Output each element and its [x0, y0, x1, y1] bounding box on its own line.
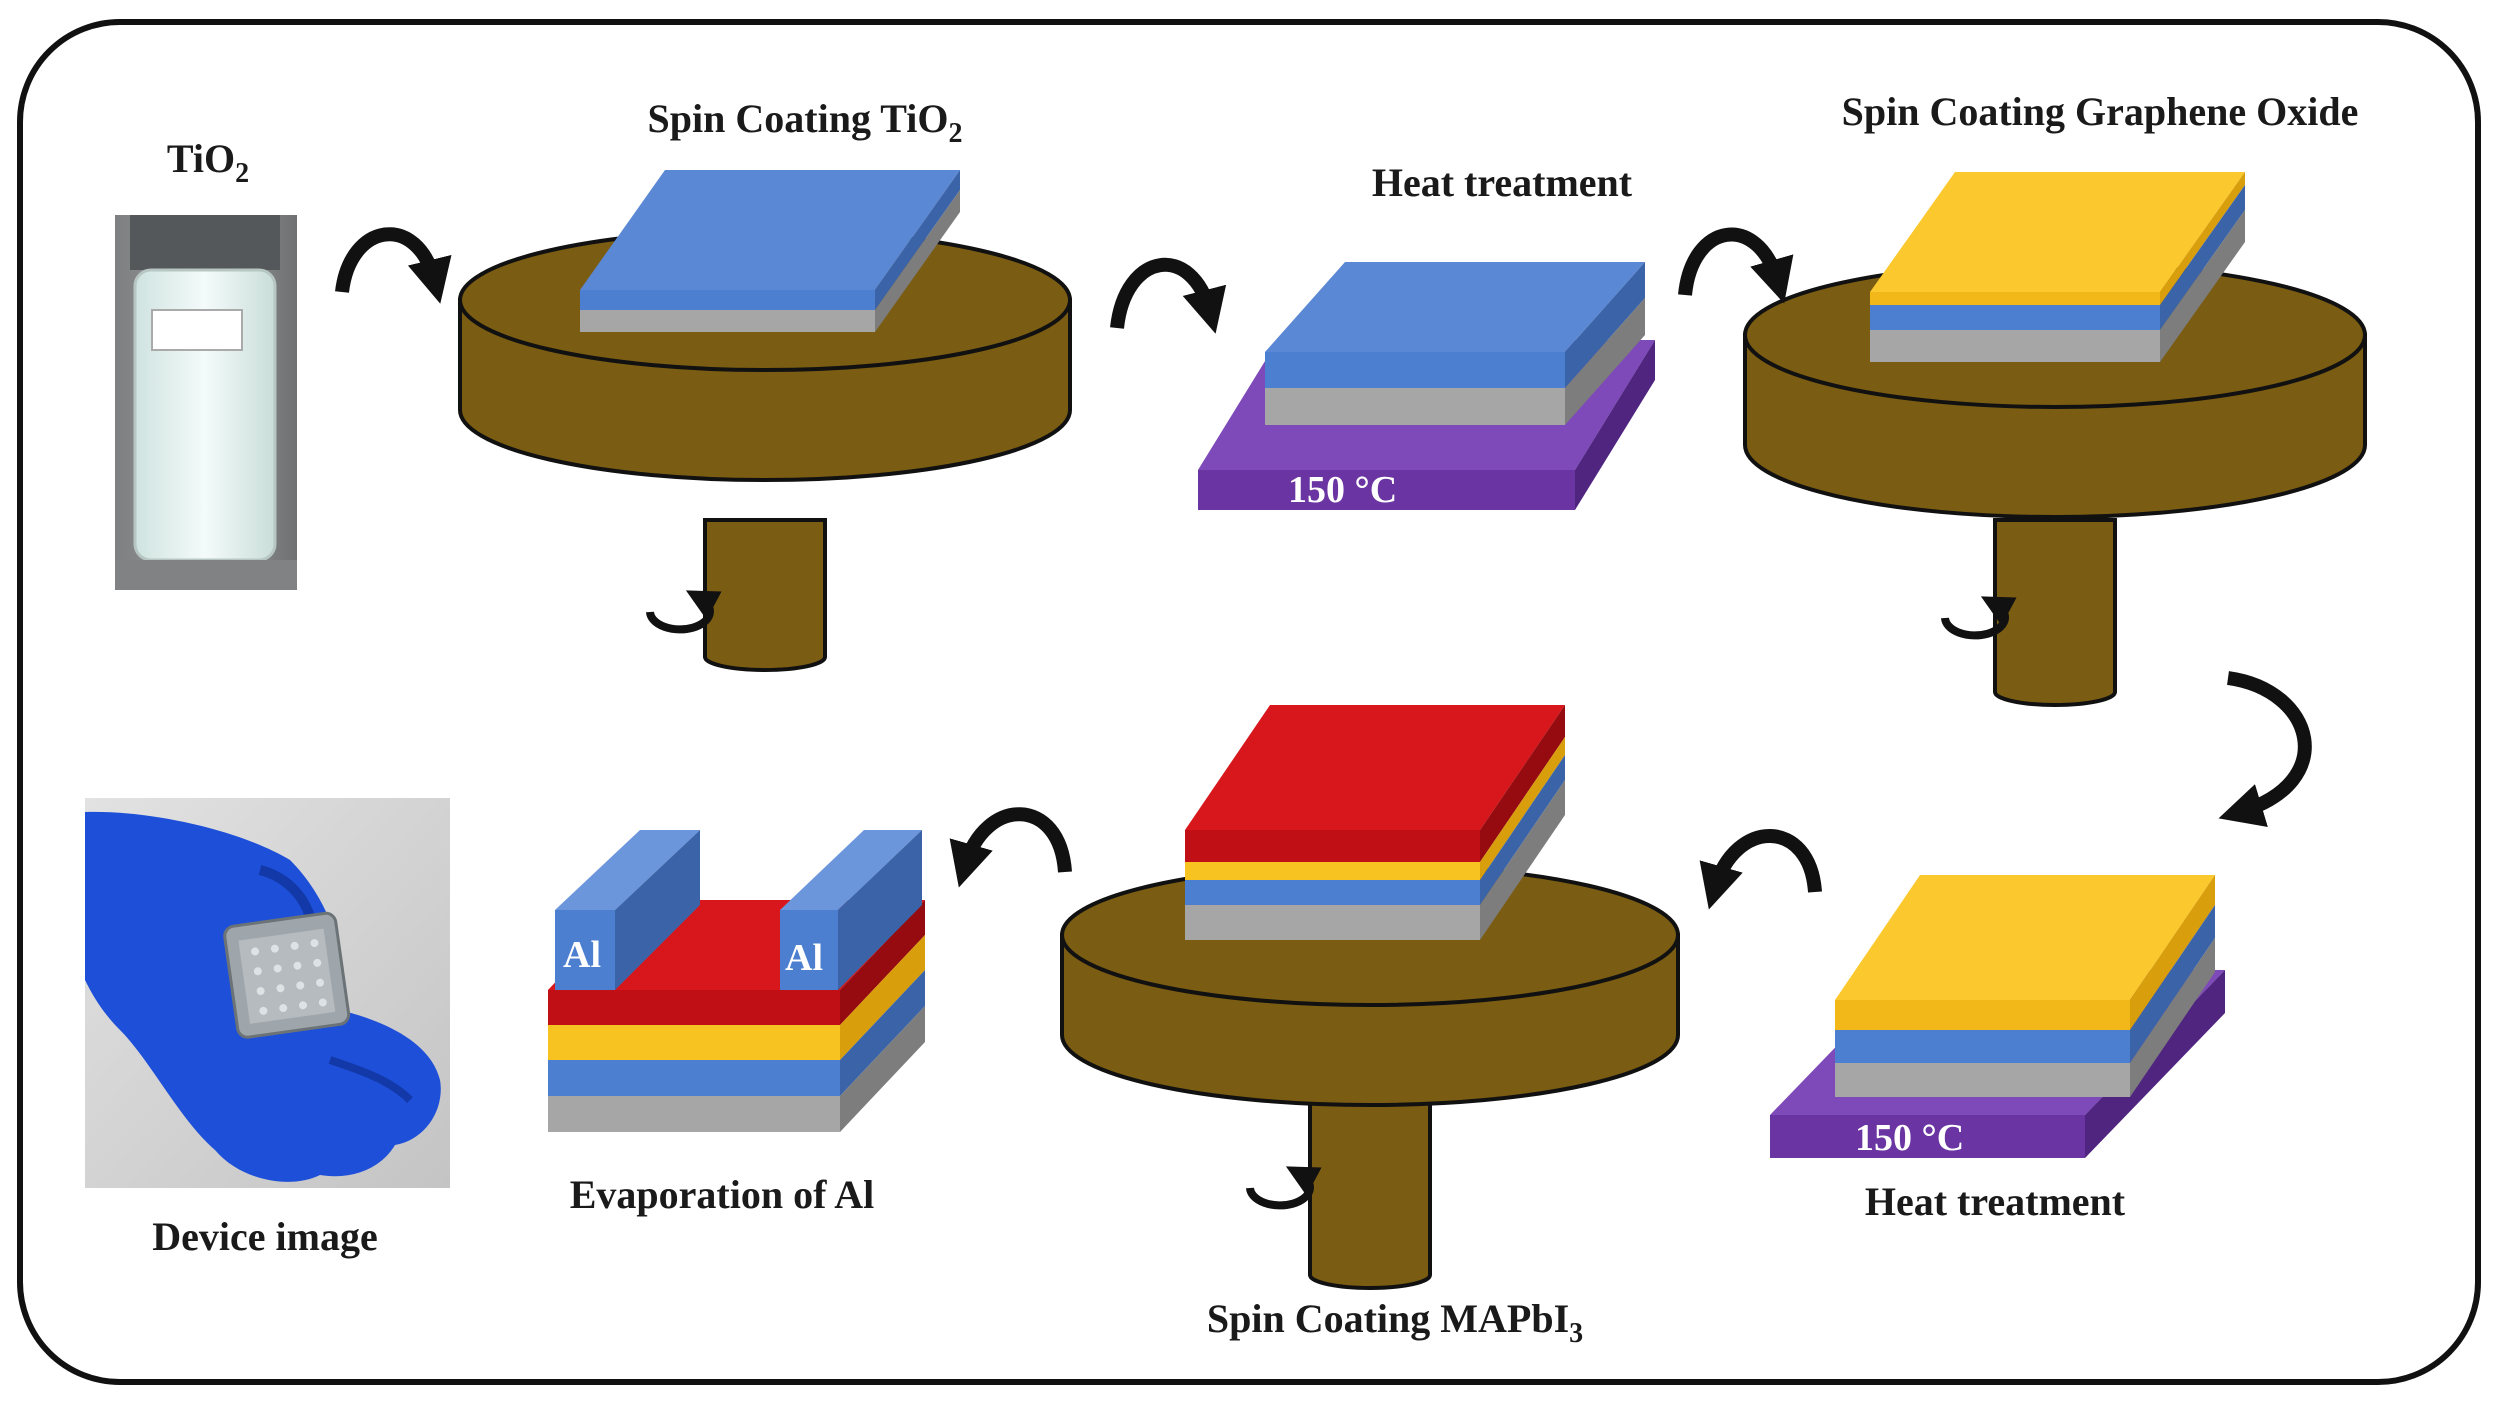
curved-arrow-icon — [2218, 671, 2312, 827]
rotation-arrow-icon — [1941, 596, 2017, 640]
spin-go-label: Spin Coating Graphene Oxide — [1842, 89, 2359, 134]
temp-label-2: 150 °C — [1855, 1117, 1964, 1159]
heat-treatment-label-2: Heat treatment — [1865, 1179, 2126, 1224]
curved-arrow-icon — [1699, 829, 1822, 910]
tio2-label: TiO2 — [167, 136, 249, 189]
temp-label-1: 150 °C — [1288, 469, 1397, 511]
curved-arrow-icon — [949, 807, 1072, 888]
hot-plate-1: 150 °C — [1198, 262, 1655, 511]
curved-arrow-icon — [335, 227, 452, 304]
rotation-arrow-icon — [646, 590, 722, 634]
spin-tio2-label: Spin Coating TiO2 — [648, 96, 963, 149]
curved-arrow-icon — [1678, 227, 1794, 304]
spin-coater-2 — [1743, 172, 2367, 707]
curved-arrow-icon — [1110, 257, 1227, 334]
vial-photo — [115, 215, 297, 590]
spin-coater-1 — [458, 170, 1072, 672]
al-right-label: Al — [785, 937, 823, 979]
spin-coater-3 — [1060, 705, 1680, 1290]
rotation-arrow-icon — [1246, 1166, 1322, 1210]
device-photo — [85, 798, 450, 1188]
al-left-label: Al — [563, 934, 601, 976]
device-stack: Al Al — [548, 830, 925, 1132]
hot-plate-2: 150 °C — [1770, 875, 2225, 1159]
evaporation-label: Evaporation of Al — [570, 1172, 874, 1217]
spin-mapbi-label: Spin Coating MAPbI3 — [1207, 1296, 1583, 1349]
heat-treatment-label-1: Heat treatment — [1372, 160, 1633, 205]
device-image-label: Device image — [152, 1214, 377, 1259]
